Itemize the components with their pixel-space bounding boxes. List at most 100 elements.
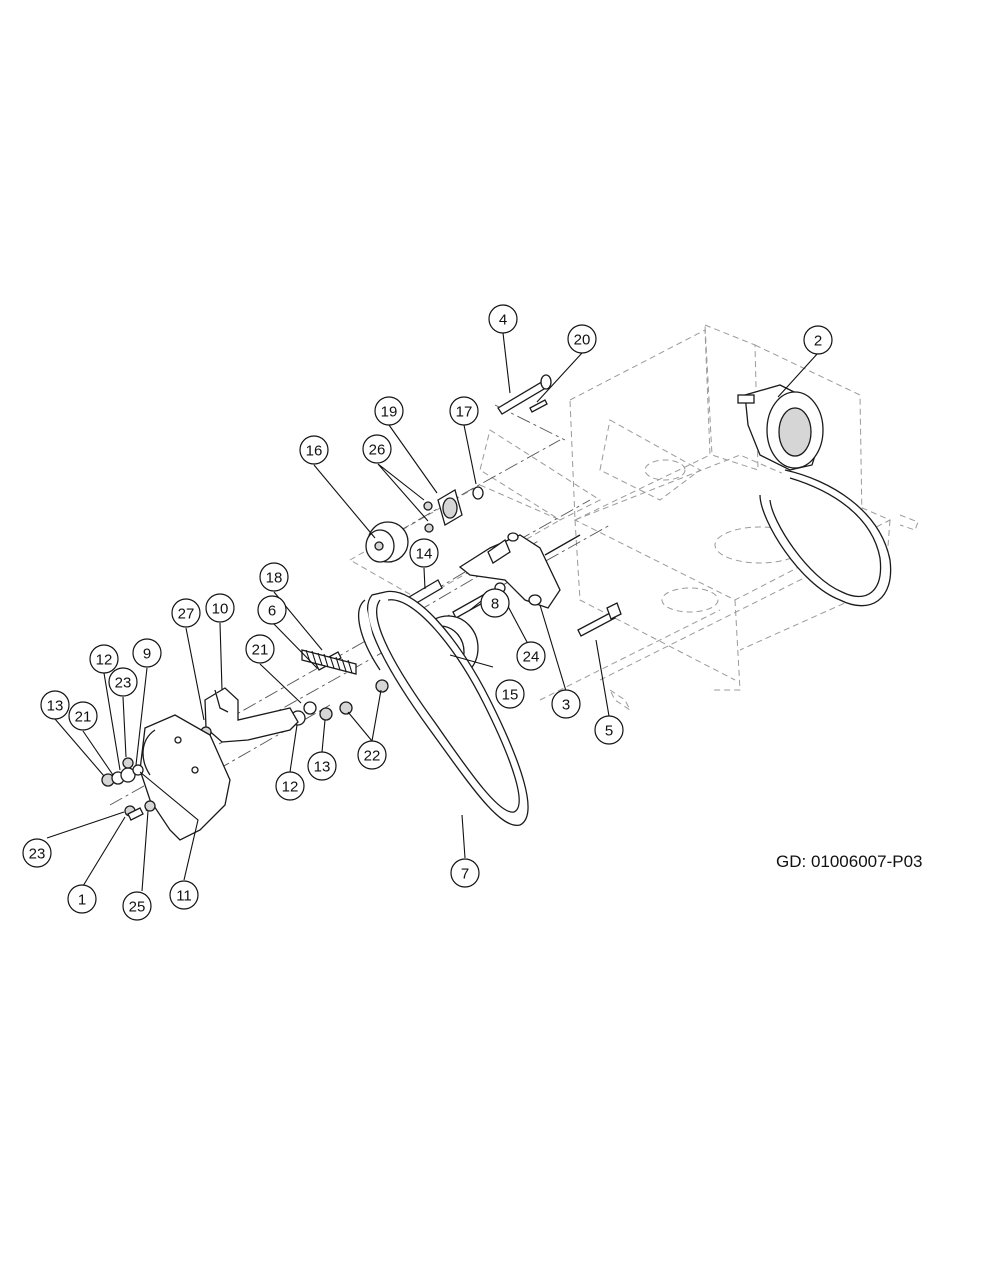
callout-21: 21 xyxy=(245,634,275,664)
callout-balloons: 1234567891011121213131415161718192021212… xyxy=(22,304,833,921)
callout-number: 24 xyxy=(523,649,540,666)
callout-number: 10 xyxy=(212,601,229,618)
part-4-pin xyxy=(497,374,552,415)
callout-circle xyxy=(122,891,152,921)
callout-number: 13 xyxy=(47,698,64,715)
callout-circle xyxy=(803,325,833,355)
part-3-idler-bracket xyxy=(458,532,581,609)
callout-circle xyxy=(362,434,392,464)
callout-circle xyxy=(374,396,404,426)
part-10-bracket xyxy=(204,687,299,743)
callout-number: 9 xyxy=(143,646,151,663)
phantom-frame xyxy=(348,324,919,712)
callout-7: 7 xyxy=(450,858,480,888)
callout-1: 1 xyxy=(67,884,97,914)
callout-circle xyxy=(169,880,199,910)
callout-number: 17 xyxy=(456,404,473,421)
callout-number: 15 xyxy=(502,687,519,704)
callout-12: 12 xyxy=(89,644,119,674)
callout-circle xyxy=(450,858,480,888)
callout-circle xyxy=(22,838,52,868)
callout-number: 21 xyxy=(252,642,269,659)
callout-circle xyxy=(495,679,525,709)
part-25-lock-washer xyxy=(144,800,156,812)
part-16-pulley xyxy=(365,521,409,563)
part-22-nut-b xyxy=(339,701,353,715)
callout-10: 10 xyxy=(205,593,235,623)
callout-circle xyxy=(516,641,546,671)
callout-15: 15 xyxy=(495,679,525,709)
callout-circle xyxy=(409,538,439,568)
callout-18: 18 xyxy=(259,562,289,592)
part-20-bolt xyxy=(529,399,548,413)
callout-circle xyxy=(257,595,287,625)
callout-circle xyxy=(89,644,119,674)
part-26-nut-b xyxy=(424,523,434,533)
callout-number: 4 xyxy=(499,312,507,329)
callout-8: 8 xyxy=(480,588,510,618)
callout-circle xyxy=(68,701,98,731)
callout-number: 27 xyxy=(178,606,195,623)
callout-24: 24 xyxy=(516,641,546,671)
callout-number: 19 xyxy=(381,404,398,421)
part-6-spring xyxy=(301,649,357,675)
callout-13: 13 xyxy=(307,751,337,781)
callout-circle xyxy=(299,435,329,465)
leader-lines xyxy=(46,332,819,892)
callout-circle xyxy=(132,638,162,668)
callout-number: 18 xyxy=(266,570,283,587)
callout-circle xyxy=(594,715,624,745)
part-5-bolt xyxy=(577,602,622,637)
callout-circle xyxy=(488,304,518,334)
callout-number: 23 xyxy=(29,846,46,863)
callout-number: 2 xyxy=(814,333,822,350)
callout-13: 13 xyxy=(40,690,70,720)
callout-number: 5 xyxy=(605,723,613,740)
callout-23: 23 xyxy=(22,838,52,868)
callout-circle xyxy=(171,598,201,628)
callout-number: 20 xyxy=(574,332,591,349)
callout-2: 2 xyxy=(803,325,833,355)
part-21-washer-mid xyxy=(303,701,317,715)
callout-22: 22 xyxy=(357,740,387,770)
callout-circle xyxy=(449,396,479,426)
callout-number: 3 xyxy=(562,697,570,714)
callout-3: 3 xyxy=(551,689,581,719)
callout-16: 16 xyxy=(299,435,329,465)
callout-number: 16 xyxy=(306,443,323,460)
callout-12: 12 xyxy=(275,771,305,801)
part-13-nut-mid xyxy=(319,707,333,721)
callout-19: 19 xyxy=(374,396,404,426)
callout-circle xyxy=(205,593,235,623)
callout-21: 21 xyxy=(68,701,98,731)
drawing-number: GD: 01006007-P03 xyxy=(776,852,923,871)
callout-number: 22 xyxy=(364,748,381,765)
callout-number: 8 xyxy=(491,596,499,613)
callout-17: 17 xyxy=(449,396,479,426)
part-22-nut-a xyxy=(375,679,389,693)
callout-27: 27 xyxy=(171,598,201,628)
callout-11: 11 xyxy=(169,880,199,910)
callout-4: 4 xyxy=(488,304,518,334)
callout-5: 5 xyxy=(594,715,624,745)
callout-circle xyxy=(40,690,70,720)
callout-circle xyxy=(307,751,337,781)
part-17-bushing xyxy=(472,486,484,500)
callout-number: 21 xyxy=(75,709,92,726)
callout-number: 7 xyxy=(461,866,469,883)
callout-number: 14 xyxy=(416,546,433,563)
callout-20: 20 xyxy=(567,324,597,354)
callout-circle xyxy=(67,884,97,914)
callout-26: 26 xyxy=(362,434,392,464)
callout-number: 11 xyxy=(176,888,192,905)
part-2-housing xyxy=(737,384,824,471)
callout-circle xyxy=(259,562,289,592)
callout-number: 12 xyxy=(96,652,113,669)
callout-number: 1 xyxy=(78,892,86,909)
callout-number: 6 xyxy=(268,603,276,620)
callout-circle xyxy=(480,588,510,618)
callout-9: 9 xyxy=(132,638,162,668)
callout-number: 13 xyxy=(314,759,331,776)
callout-circle xyxy=(245,634,275,664)
